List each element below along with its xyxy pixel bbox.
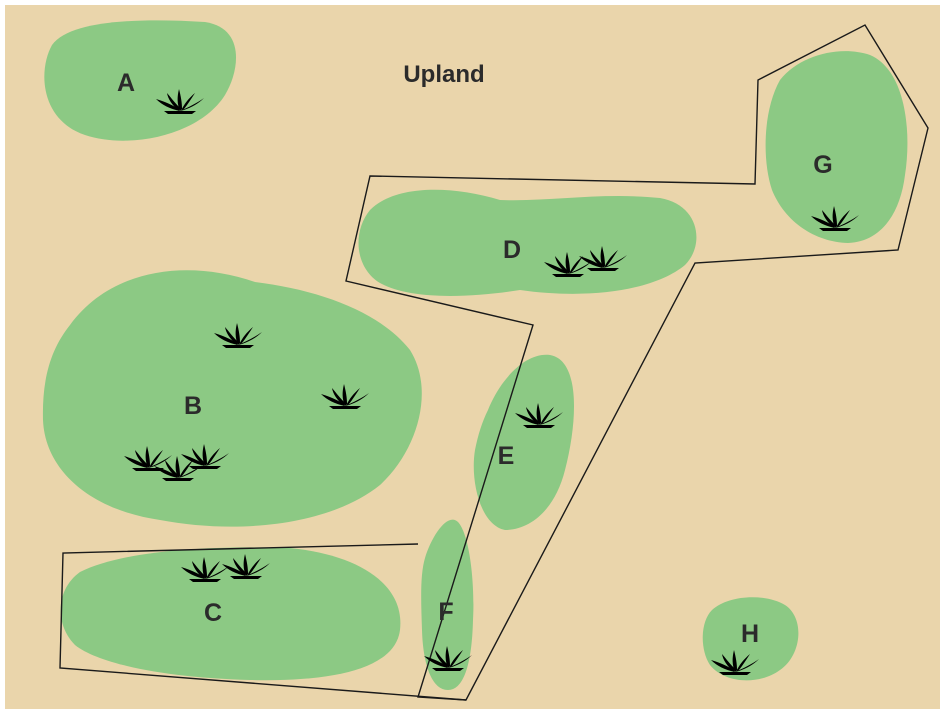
wetland-h [702, 597, 799, 681]
wetland-label-g: G [813, 151, 832, 179]
wetland-e [473, 354, 575, 530]
boundary-line-d-e-f [345, 24, 929, 701]
wetland-d [358, 189, 697, 296]
wetland-c [60, 547, 401, 681]
wetland-label-c: C [204, 599, 222, 627]
wetland-label-f: F [438, 598, 453, 626]
wetland-label-d: D [503, 236, 521, 264]
upland-label: Upland [403, 61, 484, 88]
wetland-label-b: B [184, 392, 202, 420]
wetland-a [44, 20, 237, 141]
wetland-label-a: A [117, 69, 135, 97]
wetland-label-e: E [498, 442, 515, 470]
boundary-line-b-c [59, 543, 467, 701]
wetland-g [765, 51, 908, 243]
wetland-label-h: H [741, 620, 759, 648]
